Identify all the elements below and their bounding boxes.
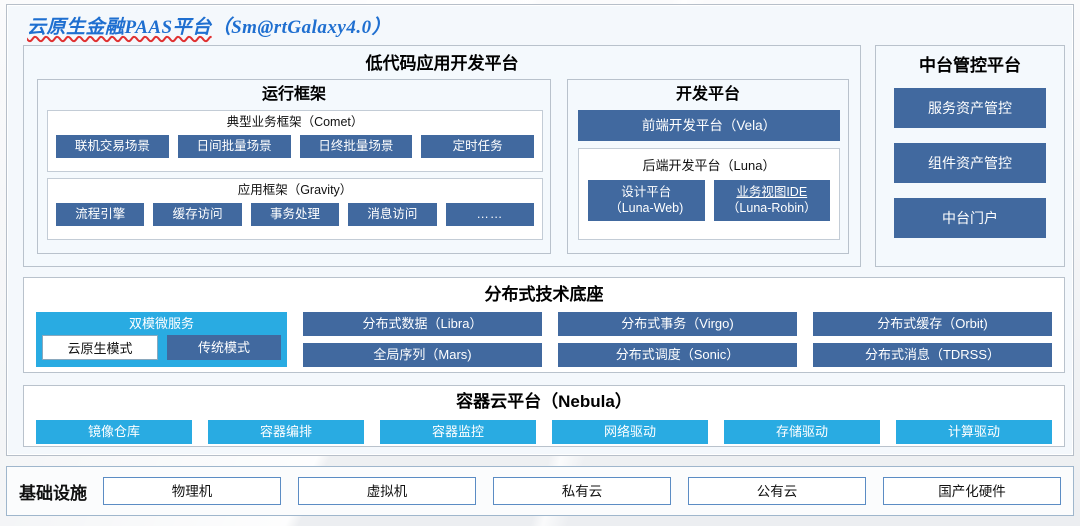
dist-column-3: 分布式缓存（Orbit) 分布式消息（TDRSS） (813, 312, 1052, 367)
gravity-chip-row: 流程引擎 缓存访问 事务处理 消息访问 …… (48, 202, 542, 226)
distributed-base-grid: 双模微服务 云原生模式 传统模式 分布式数据（Libra） 全局序列（Mars)… (36, 312, 1052, 367)
cc-chip-network-driver[interactable]: 网络驱动 (552, 420, 708, 444)
dual-mode-chip-cloud-native[interactable]: 云原生模式 (42, 335, 158, 360)
luna-web-line1: 设计平台 (621, 184, 672, 199)
development-platform-panel: 开发平台 前端开发平台（Vela） 后端开发平台（Luna） 设计平台 （Lun… (567, 79, 849, 254)
gravity-chip-cache-access[interactable]: 缓存访问 (153, 202, 242, 226)
midplatform-control-heading: 中台管控平台 (919, 56, 1021, 75)
luna-robin-line1: 业务视图IDE (736, 184, 808, 199)
page-title-cn: 云原生金融PAAS平台 (27, 16, 212, 38)
cc-chip-storage-driver[interactable]: 存储驱动 (724, 420, 880, 444)
gravity-title: 应用框架（Gravity） (237, 183, 353, 197)
dist-chip-mars[interactable]: 全局序列（Mars) (303, 343, 542, 367)
infra-chip-domestic-hardware[interactable]: 国产化硬件 (883, 477, 1061, 505)
dist-column-2: 分布式事务（Virgo) 分布式调度（Sonic） (558, 312, 797, 367)
cc-chip-image-registry[interactable]: 镜像仓库 (36, 420, 192, 444)
infra-chip-physical-machine[interactable]: 物理机 (103, 477, 281, 505)
infrastructure-item-list: 物理机 虚拟机 私有云 公有云 国产化硬件 (103, 477, 1061, 505)
frontend-platform-vela-chip[interactable]: 前端开发平台（Vela） (578, 110, 840, 141)
infrastructure-bar: 基础设施 物理机 虚拟机 私有云 公有云 国产化硬件 (6, 466, 1074, 516)
dist-column-1: 分布式数据（Libra） 全局序列（Mars) (303, 312, 542, 367)
comet-title: 典型业务框架（Comet） (226, 115, 364, 129)
luna-web-line2: （Luna-Web) (609, 200, 684, 215)
comet-framework-box: 典型业务框架（Comet） 联机交易场景 日间批量场景 日终批量场景 定时任务 (47, 110, 543, 172)
gravity-framework-box: 应用框架（Gravity） 流程引擎 缓存访问 事务处理 消息访问 …… (47, 178, 543, 240)
luna-robin-business-view-ide-chip[interactable]: 业务视图IDE （Luna-Robin） (713, 180, 830, 221)
midplatform-control-panel: 中台管控平台 服务资产管控 组件资产管控 中台门户 (875, 45, 1065, 267)
comet-chip-intraday-batch[interactable]: 日间批量场景 (177, 134, 291, 158)
infrastructure-label: 基础设施 (19, 483, 87, 503)
lowcode-platform-heading: 低代码应用开发平台 (365, 54, 519, 73)
comet-chip-scheduled-task[interactable]: 定时任务 (421, 134, 534, 158)
development-platform-heading: 开发平台 (675, 86, 740, 103)
infra-chip-public-cloud[interactable]: 公有云 (688, 477, 866, 505)
runtime-framework-heading: 运行框架 (261, 86, 326, 103)
cc-chip-container-orchestration[interactable]: 容器编排 (208, 420, 364, 444)
platform-container: 云原生金融PAAS平台 （Sm@rtGalaxy4.0） 低代码应用开发平台 运… (6, 4, 1074, 456)
infra-chip-private-cloud[interactable]: 私有云 (493, 477, 671, 505)
midplat-chip-portal[interactable]: 中台门户 (894, 198, 1046, 238)
midplatform-chip-list: 服务资产管控 组件资产管控 中台门户 (894, 88, 1046, 238)
dist-chip-libra[interactable]: 分布式数据（Libra） (303, 312, 542, 336)
gravity-chip-process-engine[interactable]: 流程引擎 (56, 202, 145, 226)
comet-chip-online-transaction[interactable]: 联机交易场景 (56, 134, 169, 158)
gravity-chip-transaction-processing[interactable]: 事务处理 (250, 202, 340, 226)
cc-chip-container-monitoring[interactable]: 容器监控 (380, 420, 536, 444)
midplat-chip-component-asset-control[interactable]: 组件资产管控 (894, 143, 1046, 183)
dist-chip-tdrss[interactable]: 分布式消息（TDRSS） (813, 343, 1052, 367)
page-title-en: （Sm@rtGalaxy4.0） (211, 16, 392, 38)
infra-chip-virtual-machine[interactable]: 虚拟机 (298, 477, 476, 505)
gravity-chip-message-access[interactable]: 消息访问 (348, 202, 437, 226)
container-cloud-chip-row: 镜像仓库 容器编排 容器监控 网络驱动 存储驱动 计算驱动 (36, 420, 1052, 444)
midplat-chip-service-asset-control[interactable]: 服务资产管控 (894, 88, 1046, 128)
dual-mode-chip-traditional[interactable]: 传统模式 (167, 335, 281, 360)
lowcode-platform-panel: 低代码应用开发平台 运行框架 典型业务框架（Comet） 联机交易场景 日间批量… (23, 45, 861, 267)
backend-platform-luna-box: 后端开发平台（Luna） 设计平台 （Luna-Web) 业务视图IDE （Lu… (578, 148, 840, 240)
runtime-framework-panel: 运行框架 典型业务框架（Comet） 联机交易场景 日间批量场景 日终批量场景 … (37, 79, 551, 254)
cc-chip-compute-driver[interactable]: 计算驱动 (896, 420, 1052, 444)
comet-chip-eod-batch[interactable]: 日终批量场景 (299, 134, 413, 158)
luna-robin-line2: （Luna-Robin） (726, 200, 817, 215)
page-title: 云原生金融PAAS平台 （Sm@rtGalaxy4.0） (27, 12, 391, 38)
luna-chip-row: 设计平台 （Luna-Web) 业务视图IDE （Luna-Robin） (579, 180, 839, 221)
container-cloud-platform-panel: 容器云平台（Nebula） 镜像仓库 容器编排 容器监控 网络驱动 存储驱动 计… (23, 385, 1065, 447)
container-cloud-heading: 容器云平台（Nebula） (456, 392, 632, 411)
dist-chip-sonic[interactable]: 分布式调度（Sonic） (558, 343, 797, 367)
distributed-base-heading: 分布式技术底座 (484, 285, 604, 304)
luna-web-design-platform-chip[interactable]: 设计平台 （Luna-Web) (588, 180, 705, 221)
dist-chip-orbit[interactable]: 分布式缓存（Orbit) (813, 312, 1052, 336)
dual-mode-chip-row: 云原生模式 传统模式 (42, 335, 281, 360)
dist-chip-virgo[interactable]: 分布式事务（Virgo) (558, 312, 797, 336)
gravity-chip-more[interactable]: …… (445, 202, 535, 226)
dual-mode-title: 双模微服务 (128, 316, 194, 331)
comet-chip-row: 联机交易场景 日间批量场景 日终批量场景 定时任务 (48, 134, 542, 158)
backend-platform-luna-title: 后端开发平台（Luna） (642, 158, 776, 173)
distributed-technology-base-panel: 分布式技术底座 双模微服务 云原生模式 传统模式 分布式数据（Libra） 全局… (23, 277, 1065, 373)
dual-mode-microservice-box: 双模微服务 云原生模式 传统模式 (36, 312, 287, 367)
